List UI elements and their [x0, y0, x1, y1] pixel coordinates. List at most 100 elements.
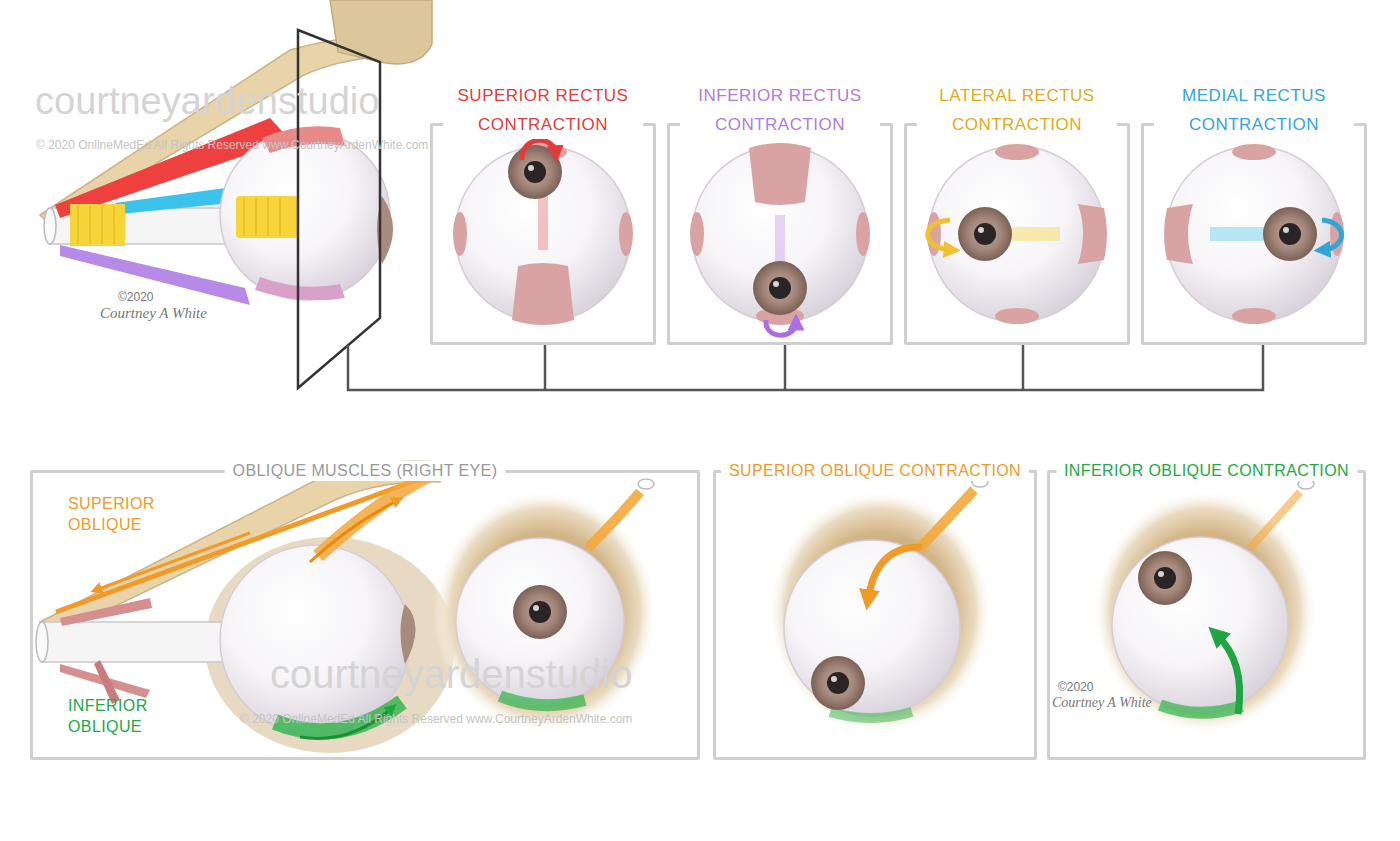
- lateral-eye-rectus-part: [244, 198, 280, 236]
- front-eye-medial-rectus-part: [1283, 227, 1289, 233]
- front-eye-superior-oblique-part: [831, 676, 837, 682]
- front-eye-superior-rectus-part: [528, 165, 534, 171]
- artist-signature: Courtney A White: [100, 305, 207, 322]
- front-eye-medial-rectus-part: [1263, 207, 1317, 261]
- front-eye-inferior-rectus-part: [766, 320, 796, 335]
- front-eye-inferior-rectus-part: [749, 143, 811, 205]
- front-eye-medial-rectus-part: [1279, 223, 1301, 245]
- bracket-part: [348, 345, 1263, 390]
- lateral-eye-oblique-part: [220, 545, 410, 735]
- front-eye-medial-rectus-part: [1164, 204, 1193, 264]
- front-eye-medial-rectus: [1164, 144, 1344, 324]
- front-eye-inferior-rectus-part: [769, 277, 791, 299]
- front-eye-superior-oblique-part: [768, 490, 992, 734]
- front-eye-medial-rectus-part: [1232, 144, 1276, 160]
- lateral-eye-rectus-part: [70, 204, 125, 246]
- front-eye-inferior-oblique-part: [1112, 537, 1288, 713]
- front-eye-superior-rectus-part: [619, 212, 633, 256]
- muscle-panel: INFERIOR OBLIQUE CONTRACTION: [1047, 470, 1366, 760]
- front-eye-superior-oblique-part: [830, 712, 912, 718]
- lateral-eye-rectus-part: [330, 0, 432, 64]
- front-eye-lateral-rectus-part: [928, 220, 952, 250]
- lateral-eye-oblique: [36, 461, 455, 753]
- front-eye-inferior-oblique-part: [1250, 492, 1300, 548]
- front-eye-lateral-rectus-part: [958, 207, 1012, 261]
- panel-heading: SUPERIOR RECTUS CONTRACTION: [443, 81, 643, 139]
- front-eye-oblique-part: [513, 585, 567, 639]
- lateral-eye-rectus: [40, 0, 432, 388]
- front-eye-inferior-oblique-part: [1154, 567, 1176, 589]
- lateral-eye-rectus-part: [255, 277, 345, 300]
- lateral-eye-rectus-part: [60, 245, 250, 305]
- front-eye-superior-oblique-part: [868, 547, 922, 600]
- panel-heading: INFERIOR RECTUS CONTRACTION: [680, 81, 880, 139]
- panel-heading: MEDIAL RECTUS CONTRACTION: [1154, 81, 1354, 139]
- front-eye-superior-rectus-part: [522, 140, 556, 160]
- front-eye-oblique-part: [588, 492, 640, 548]
- front-eye-superior-rectus-part: [524, 161, 546, 183]
- front-eye-inferior-oblique-part: [1158, 571, 1164, 577]
- lateral-eye-rectus-part: [44, 208, 56, 244]
- front-eye-inferior-rectus-part: [856, 212, 870, 256]
- lateral-eye-oblique-part: [60, 598, 152, 626]
- artist-signature: Courtney A White: [1052, 695, 1152, 711]
- front-eye-inferior-oblique-part: [1138, 551, 1192, 605]
- front-eye-superior-oblique-part: [811, 656, 865, 710]
- lateral-eye-rectus-part: [78, 206, 114, 244]
- front-eye-inferior-oblique-part: [1160, 705, 1242, 713]
- muscle-panel: MEDIAL RECTUS CONTRACTION: [1141, 123, 1367, 345]
- front-eye-inferior-rectus-part: [753, 261, 807, 315]
- panel-heading: SUPERIOR OBLIQUE CONTRACTION: [721, 461, 1029, 481]
- lateral-eye-oblique-part: [318, 476, 428, 556]
- lateral-eye-oblique-part: [42, 622, 235, 662]
- front-eye-medial-rectus-part: [1322, 220, 1342, 250]
- watermark: courtneyardenstudio: [270, 652, 632, 697]
- front-eye-inferior-rectus-part: [690, 212, 704, 256]
- bracket: [348, 345, 1263, 390]
- front-eye-lateral-rectus-part: [974, 223, 996, 245]
- front-eye-oblique-part: [638, 479, 654, 489]
- front-eye-lateral-rectus-part: [995, 308, 1039, 324]
- front-eye-medial-rectus-part: [1166, 146, 1342, 322]
- front-eye-inferior-oblique-part: [1216, 634, 1240, 714]
- muscle-panel: LATERAL RECTUS CONTRACTION: [904, 123, 1130, 345]
- lateral-eye-oblique-part: [36, 622, 48, 662]
- panel-heading: LATERAL RECTUS CONTRACTION: [917, 81, 1117, 139]
- muscle-panel: SUPERIOR RECTUS CONTRACTION: [430, 123, 656, 345]
- front-eye-oblique-part: [433, 490, 657, 734]
- lateral-eye-oblique-part: [310, 500, 398, 562]
- front-eye-superior-oblique-part: [784, 540, 960, 716]
- front-eye-oblique-part: [529, 601, 551, 623]
- panel-heading: OBLIQUE MUSCLES (RIGHT EYE): [225, 461, 506, 481]
- copyright-watermark: © 2020 OnlineMedEd All Rights Reserved w…: [240, 712, 632, 726]
- muscle-panel: SUPERIOR OBLIQUE CONTRACTION: [713, 470, 1037, 760]
- lateral-eye-rectus-part: [236, 196, 298, 238]
- front-eye-medial-rectus-part: [1232, 308, 1276, 324]
- muscle-panel: INFERIOR RECTUS CONTRACTION: [667, 123, 893, 345]
- front-eye-lateral-rectus-part: [978, 227, 984, 233]
- front-eye-superior-rectus-part: [453, 212, 467, 256]
- front-eye-lateral-rectus-part: [995, 144, 1039, 160]
- front-eye-lateral-rectus-part: [929, 146, 1105, 322]
- front-eye-medial-rectus-part: [1210, 227, 1270, 241]
- front-eye-superior-rectus: [453, 140, 633, 325]
- front-eye-lateral-rectus: [927, 144, 1107, 324]
- front-eye-superior-rectus-part: [512, 263, 574, 325]
- copyright-mark: ©2020: [1058, 680, 1094, 694]
- front-eye-superior-oblique: [768, 477, 992, 734]
- panel-heading: INFERIOR OBLIQUE CONTRACTION: [1056, 461, 1357, 481]
- front-eye-lateral-rectus-part: [1078, 204, 1107, 264]
- lateral-eye-oblique-part: [96, 533, 250, 590]
- front-eye-oblique-part: [533, 605, 539, 611]
- muscle-label: SUPERIOR OBLIQUE: [68, 493, 164, 535]
- front-eye-superior-oblique-part: [827, 672, 849, 694]
- muscle-label: INFERIOR OBLIQUE: [68, 695, 164, 737]
- front-eye-inferior-rectus-part: [773, 281, 779, 287]
- watermark: courtneyardenstudio: [35, 80, 379, 123]
- front-eye-oblique-part: [500, 696, 585, 705]
- copyright-mark: ©2020: [118, 290, 154, 304]
- lateral-eye-rectus-part: [220, 130, 390, 300]
- front-eye-inferior-rectus: [690, 143, 870, 335]
- copyright-watermark: © 2020 OnlineMedEd All Rights Reserved w…: [36, 138, 428, 152]
